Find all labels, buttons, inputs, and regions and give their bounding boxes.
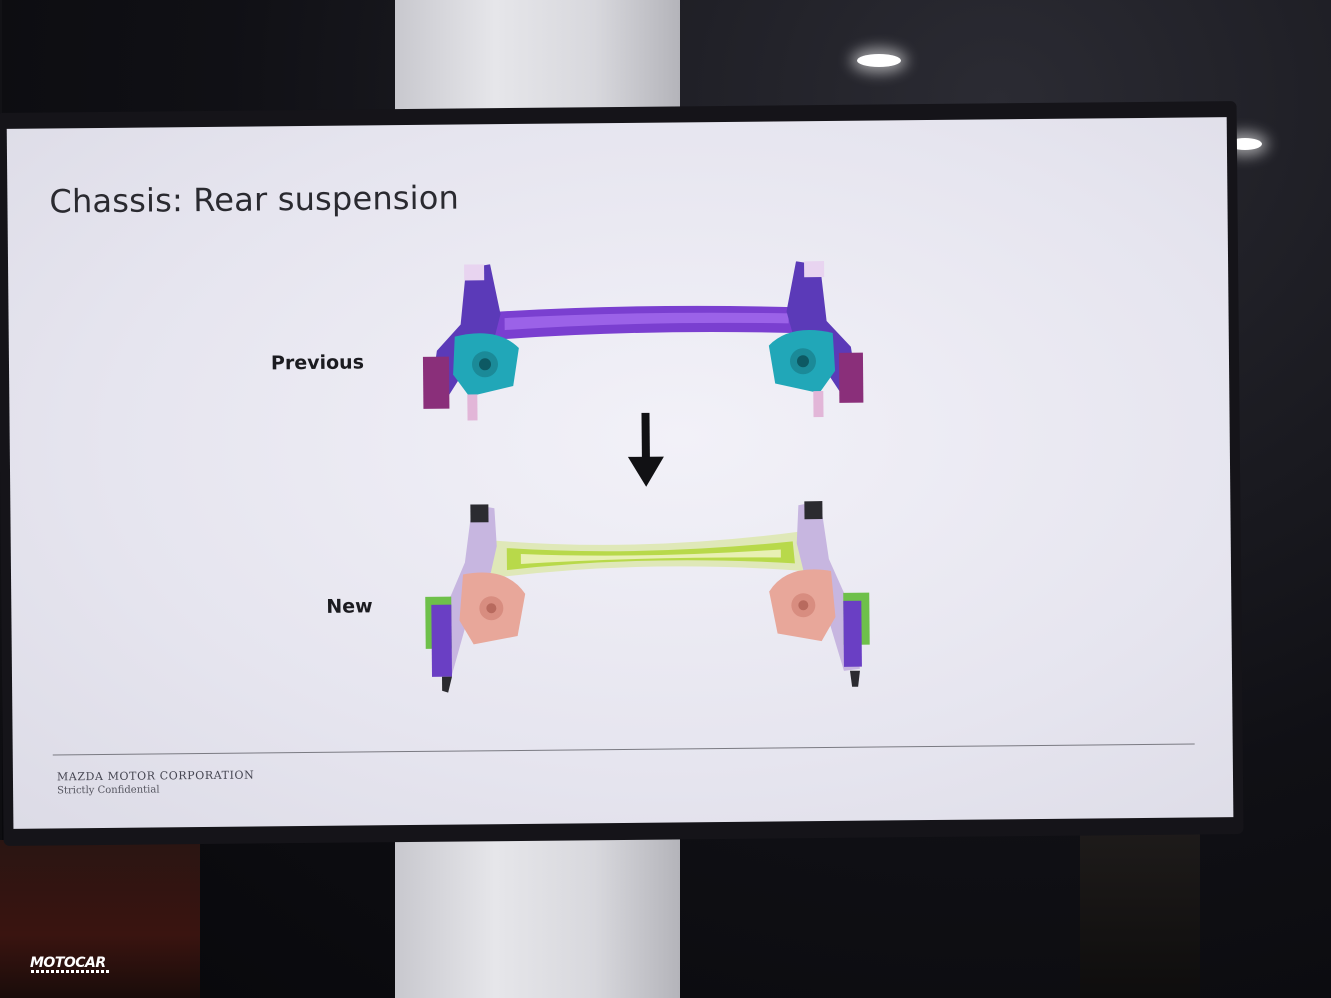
new-beam <box>490 531 808 579</box>
audience-person-right <box>1080 830 1200 998</box>
new-suspension-diagram <box>425 501 870 693</box>
previous-suspension-diagram <box>422 261 864 421</box>
previous-left-arm <box>422 264 519 421</box>
footer-confidential: Strictly Confidential <box>57 784 160 797</box>
new-right-arm <box>769 501 870 687</box>
footer-divider <box>52 743 1195 756</box>
slide-title: Chassis: Rear suspension <box>49 178 460 221</box>
previous-right-arm <box>768 261 864 418</box>
audience-person-left <box>0 840 200 998</box>
label-new: New <box>326 595 373 618</box>
presentation-slide: Chassis: Rear suspension Previous New <box>6 117 1234 829</box>
label-previous: Previous <box>270 351 365 375</box>
ceiling-light-left <box>857 54 901 67</box>
display-monitor: Chassis: Rear suspension Previous New <box>0 101 1244 846</box>
watermark-logo: MOTOCAR <box>30 955 106 971</box>
down-arrow-icon <box>627 412 664 487</box>
footer-company-name: MAZDA MOTOR CORPORATION <box>56 768 255 784</box>
watermark-underline <box>31 970 111 973</box>
new-left-arm <box>425 504 526 693</box>
previous-beam <box>488 305 801 341</box>
